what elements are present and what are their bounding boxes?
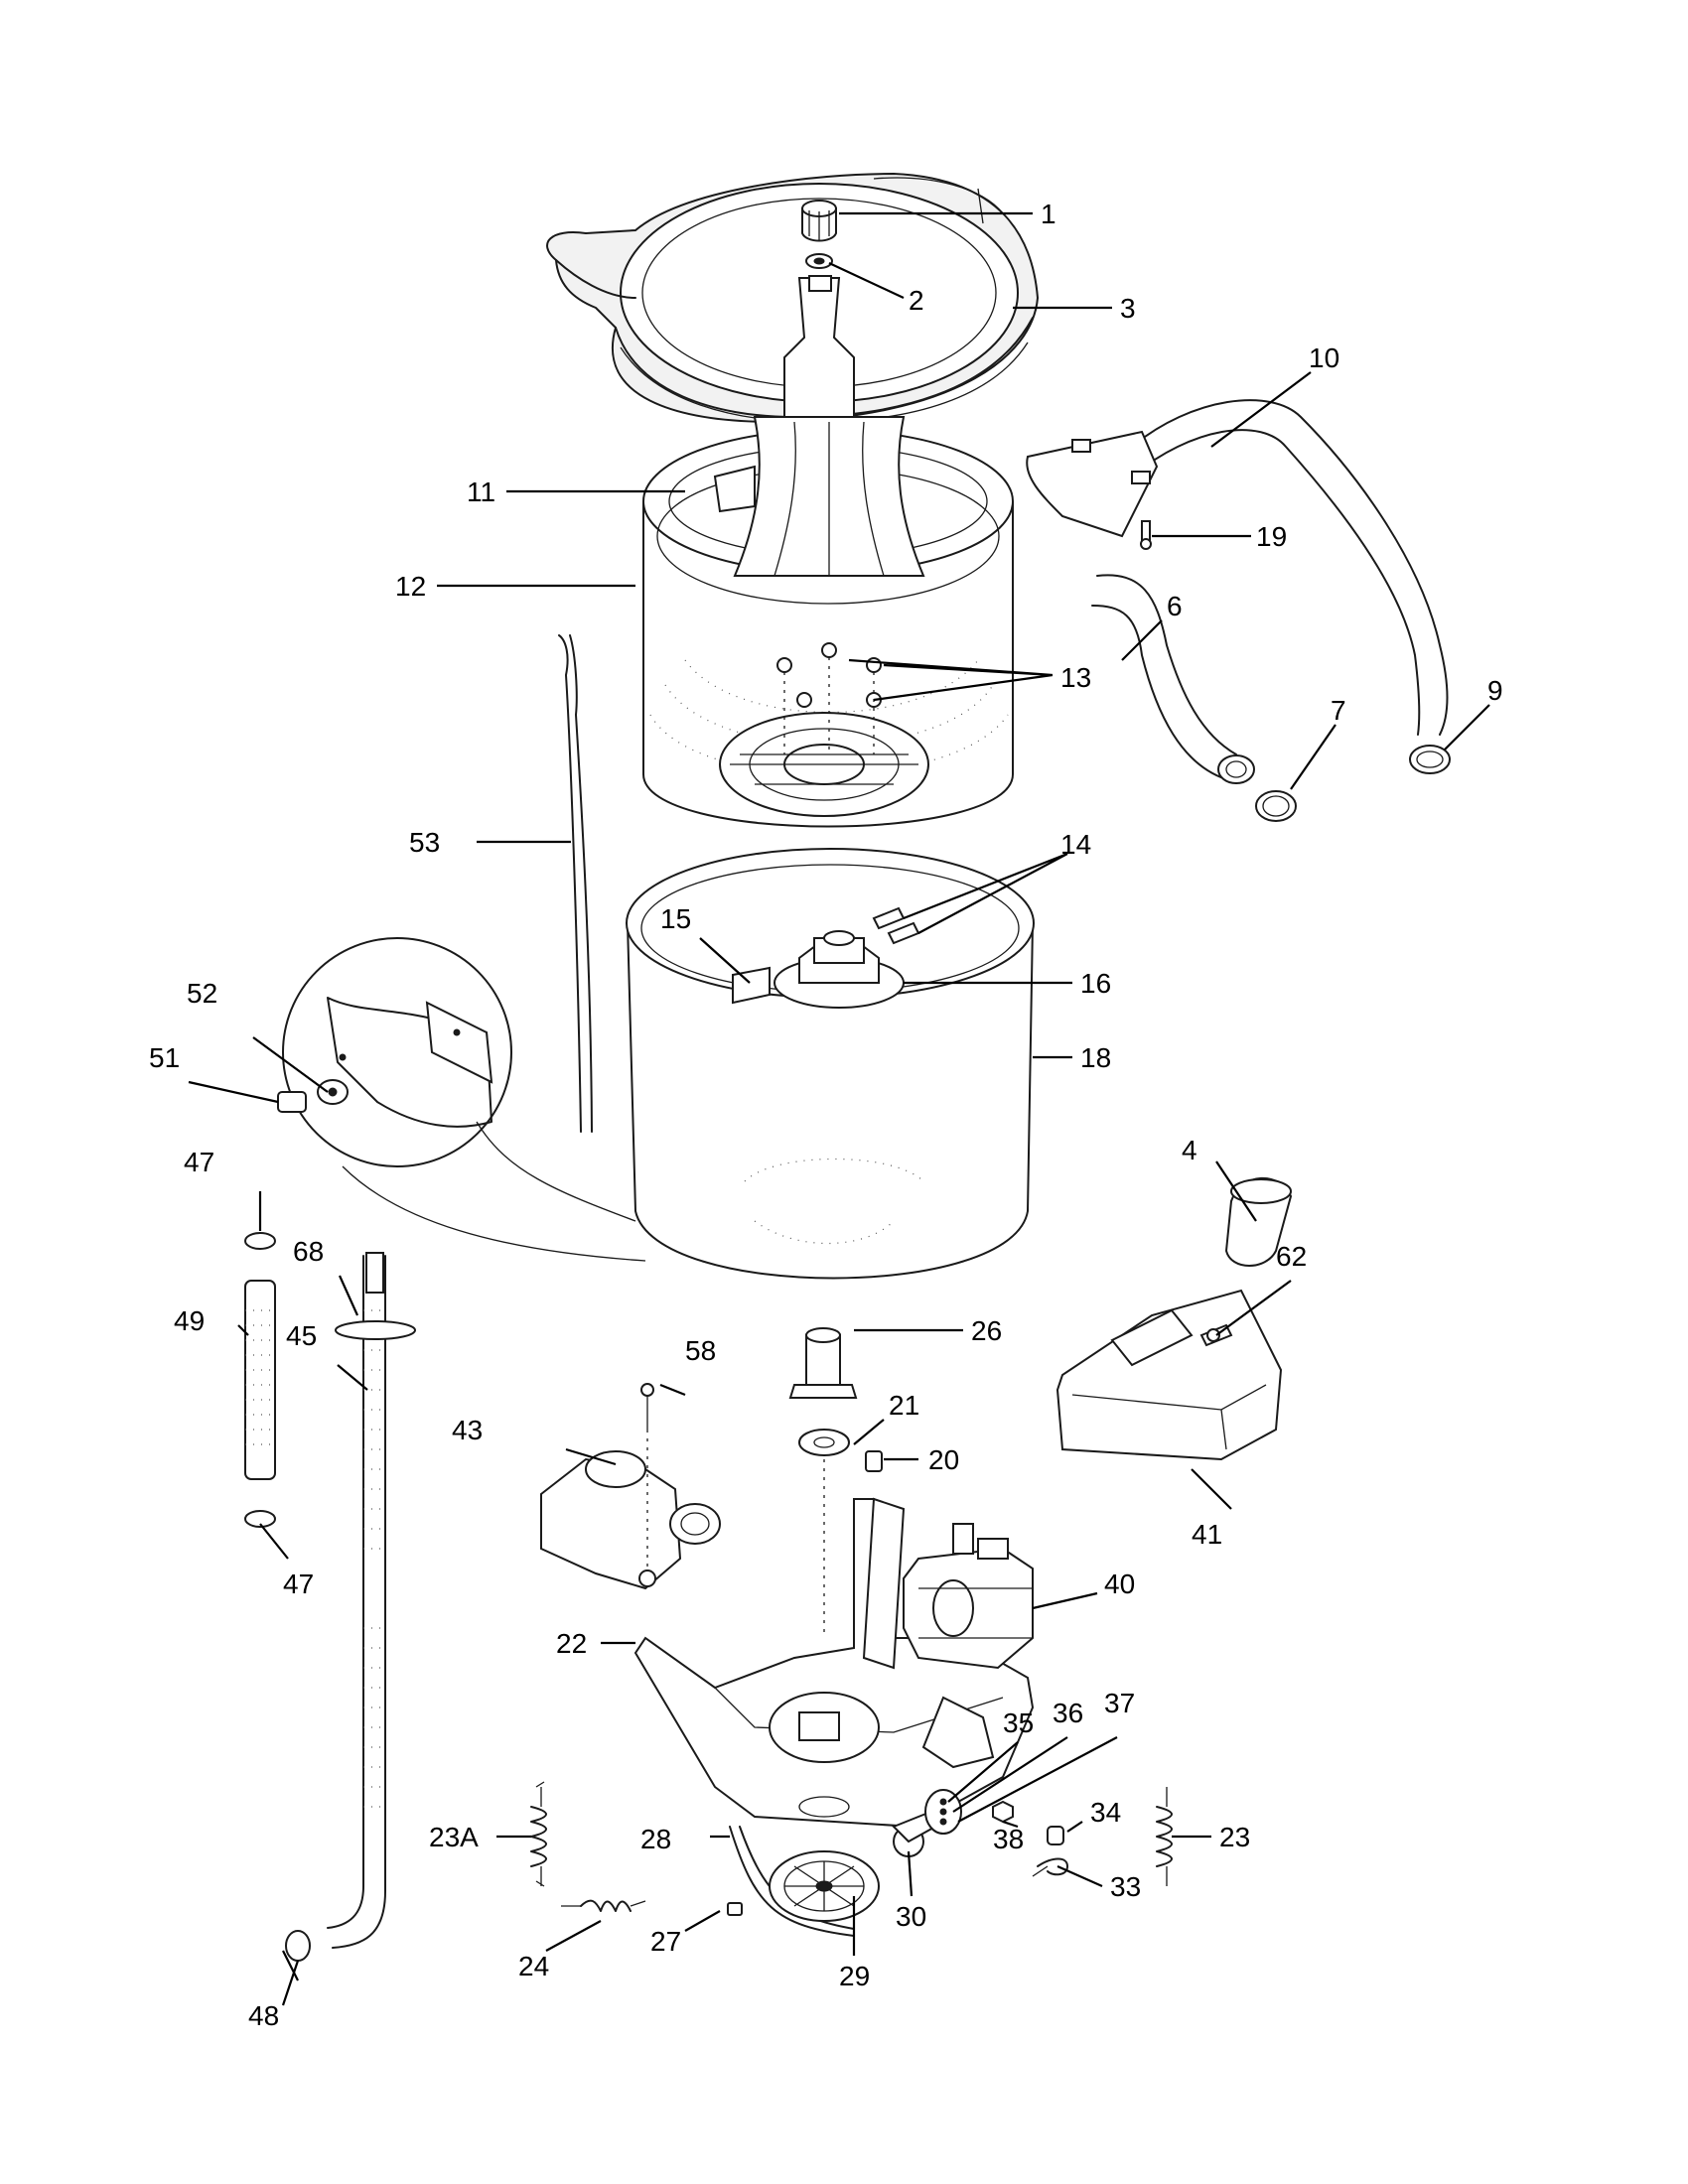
hose-49 [244, 1280, 276, 1480]
callout-47-top: 47 [184, 1147, 214, 1177]
callout-49: 49 [174, 1305, 205, 1336]
callout-labels: 1 2 3 4 6 7 9 10 11 12 13 14 15 16 18 19… [149, 199, 1503, 2031]
cam-35-37 [924, 1789, 962, 1835]
agitator-11 [713, 416, 925, 577]
callout-30: 30 [896, 1901, 926, 1932]
callout-37: 37 [1104, 1688, 1135, 1718]
base-22 [633, 1497, 1035, 1829]
o-ring-7 [1255, 790, 1297, 822]
screw-58 [640, 1383, 654, 1569]
callout-53: 53 [409, 827, 440, 858]
spring-23 [1156, 1787, 1173, 1886]
callout-35: 35 [1003, 1707, 1034, 1738]
tub-cover [546, 172, 1040, 424]
screw-19 [1140, 520, 1152, 550]
washer-2 [805, 253, 833, 269]
washer-21 [798, 1429, 850, 1456]
callout-23: 23 [1219, 1822, 1250, 1852]
pulley-29 [769, 1850, 880, 1922]
callout-62: 62 [1276, 1241, 1307, 1272]
cap-34 [1047, 1826, 1064, 1845]
callout-13: 13 [1060, 662, 1091, 693]
callout-41: 41 [1192, 1519, 1222, 1550]
tub-seal-16 [774, 930, 905, 1009]
callout-20: 20 [928, 1444, 959, 1475]
callout-3: 3 [1120, 293, 1136, 324]
motor-40 [903, 1523, 1034, 1670]
leader-lines [188, 211, 1490, 2006]
callout-11: 11 [467, 477, 495, 507]
clamp-47-bottom [244, 1510, 276, 1528]
callout-28: 28 [640, 1824, 671, 1854]
callout-19: 19 [1256, 521, 1287, 552]
nut-38 [992, 1800, 1014, 1824]
belt-28 [729, 1826, 855, 1937]
clamp-47-top [244, 1232, 276, 1250]
capacitor-bracket-41 [1055, 1289, 1283, 1461]
outer-tub [626, 848, 1035, 1280]
screw-51 [277, 1091, 307, 1113]
grommet-68 [335, 1320, 416, 1340]
callout-38: 38 [993, 1824, 1024, 1854]
callout-33: 33 [1110, 1871, 1141, 1902]
drain-hose-6 [1091, 574, 1255, 784]
callout-10: 10 [1309, 342, 1339, 373]
drain-pipe-45 [327, 1252, 386, 1949]
callout-48: 48 [248, 2000, 279, 2031]
callout-45: 45 [286, 1320, 317, 1351]
callout-18: 18 [1080, 1042, 1111, 1073]
agitator-cap-1 [801, 200, 837, 242]
callout-4: 4 [1182, 1135, 1197, 1165]
pump-43 [540, 1450, 721, 1590]
callout-52: 52 [187, 978, 217, 1009]
setscrew-27 [727, 1902, 743, 1916]
fill-hose-10 [1131, 399, 1449, 736]
washer-52 [317, 1079, 349, 1105]
callout-7: 7 [1331, 695, 1346, 726]
callout-23a: 23A [429, 1822, 479, 1852]
callout-24: 24 [518, 1951, 549, 1981]
screw-20 [865, 1450, 883, 1472]
clamp-48 [285, 1930, 311, 1962]
callout-47-bottom: 47 [283, 1569, 314, 1599]
coupling-26 [788, 1327, 858, 1399]
suspension-rod-53 [558, 634, 582, 1133]
callout-14: 14 [1060, 829, 1091, 860]
callout-2: 2 [909, 285, 924, 316]
callout-12: 12 [395, 571, 426, 602]
callout-21: 21 [889, 1390, 919, 1421]
callout-1: 1 [1041, 199, 1056, 229]
spring-33 [1032, 1857, 1068, 1877]
spring-23a [530, 1781, 547, 1887]
callout-27: 27 [650, 1926, 681, 1957]
clamp-9 [1409, 745, 1451, 774]
callout-16: 16 [1080, 968, 1111, 999]
callout-15: 15 [660, 903, 691, 934]
callout-22: 22 [556, 1628, 587, 1659]
callout-34: 34 [1090, 1797, 1121, 1828]
detail-inset [282, 937, 646, 1262]
callout-68: 68 [293, 1236, 324, 1267]
callout-9: 9 [1487, 675, 1503, 706]
callout-26: 26 [971, 1315, 1002, 1346]
hose-bracket [1026, 430, 1159, 538]
callout-51: 51 [149, 1042, 180, 1073]
callout-36: 36 [1053, 1698, 1083, 1728]
callout-40: 40 [1104, 1569, 1135, 1599]
spring-24 [561, 1899, 646, 1912]
callout-43: 43 [452, 1415, 483, 1445]
callout-58: 58 [685, 1335, 716, 1366]
callout-6: 6 [1167, 591, 1183, 621]
callout-29: 29 [839, 1961, 870, 1991]
hub-plate [719, 712, 929, 817]
